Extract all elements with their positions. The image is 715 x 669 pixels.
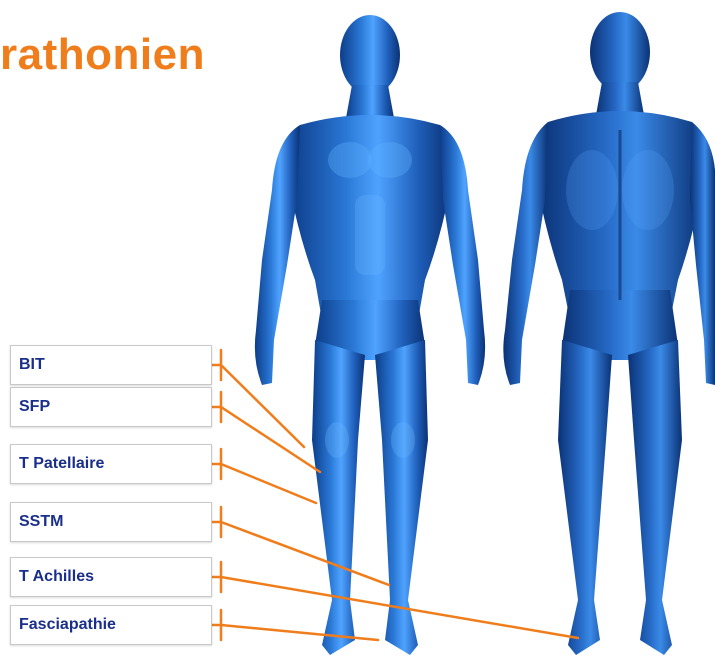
label-bit: BIT xyxy=(10,345,212,385)
connector-sfp xyxy=(212,407,320,472)
human-figure-front xyxy=(255,15,485,655)
connector-bit xyxy=(212,365,304,447)
human-figure-back xyxy=(503,12,715,655)
label-t-achilles: T Achilles xyxy=(10,557,212,597)
label-sstm: SSTM xyxy=(10,502,212,542)
label-sfp: SFP xyxy=(10,387,212,427)
label-t-patellaire: T Patellaire xyxy=(10,444,212,484)
connector-t-patellaire xyxy=(212,464,316,503)
connector-sstm xyxy=(212,522,389,585)
label-fasciapathie: Fasciapathie xyxy=(10,605,212,645)
